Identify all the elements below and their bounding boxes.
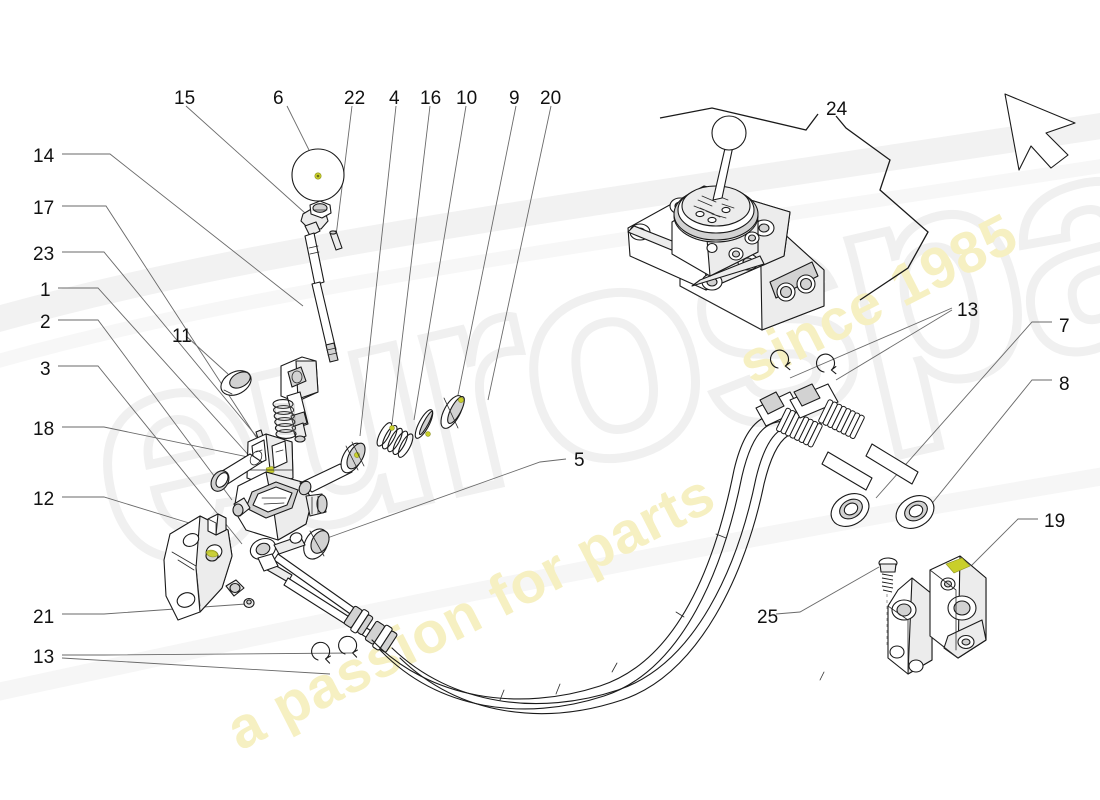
part-11-bush	[220, 370, 252, 396]
callout-label-12[interactable]: 12	[33, 489, 55, 510]
callout-label-17[interactable]: 17	[33, 198, 55, 219]
callout-label-4[interactable]: 4	[389, 88, 400, 109]
callout-label-9[interactable]: 9	[509, 88, 520, 109]
callout-label-25[interactable]: 25	[757, 607, 779, 628]
navigation-arrow-icon	[1004, 93, 1076, 171]
callout-label-19[interactable]: 19	[1044, 511, 1066, 532]
callout-label-22[interactable]: 22	[344, 88, 366, 109]
callout-label-23[interactable]: 23	[33, 244, 55, 265]
callout-label-15[interactable]: 15	[174, 88, 196, 109]
callout-label-5[interactable]: 5	[574, 450, 585, 471]
part-17-spring	[272, 399, 297, 439]
part-cube-clip	[207, 513, 227, 536]
cable-left-ends	[249, 532, 398, 664]
callout-label-2[interactable]: 2	[40, 312, 51, 333]
callout-label-11[interactable]: 11	[172, 326, 192, 347]
part-21-ball	[243, 597, 255, 609]
callout-label-18[interactable]: 18	[33, 419, 55, 440]
circlip-left-2	[338, 635, 358, 658]
callout-label-21[interactable]: 21	[33, 607, 55, 628]
cable-right-ends	[755, 349, 935, 529]
callout-label-13-right[interactable]: 13	[957, 300, 979, 321]
part-19-bracket	[887, 555, 987, 675]
shift-cables	[371, 412, 825, 715]
part-22-pin	[329, 230, 343, 251]
callout-label-8[interactable]: 8	[1059, 374, 1070, 395]
ring-stack	[298, 395, 465, 496]
callout-label-20[interactable]: 20	[540, 88, 562, 109]
callout-label-7[interactable]: 7	[1059, 316, 1070, 337]
callout-label-6[interactable]: 6	[273, 88, 284, 109]
callout-label-13-left[interactable]: 13	[33, 647, 55, 668]
callout-label-24[interactable]: 24	[826, 99, 848, 120]
circlip-left-1	[311, 641, 331, 664]
part-12-mount-bracket	[163, 515, 245, 621]
callout-label-3[interactable]: 3	[40, 359, 51, 380]
part-24-gearshift-assembly	[627, 115, 825, 331]
selector-housing	[232, 471, 328, 541]
callout-label-1[interactable]: 1	[40, 280, 51, 301]
part-25-bolt	[878, 557, 898, 648]
circlip-right-1	[769, 349, 791, 371]
circlip-right-2	[815, 353, 837, 375]
callout-label-16[interactable]: 16	[420, 88, 442, 109]
callout-label-10[interactable]: 10	[456, 88, 478, 109]
part-5-grommet	[303, 528, 330, 560]
part-18-sleeve	[210, 450, 263, 492]
callout-label-14[interactable]: 14	[33, 146, 55, 167]
shift-lever-assembly	[280, 148, 345, 443]
